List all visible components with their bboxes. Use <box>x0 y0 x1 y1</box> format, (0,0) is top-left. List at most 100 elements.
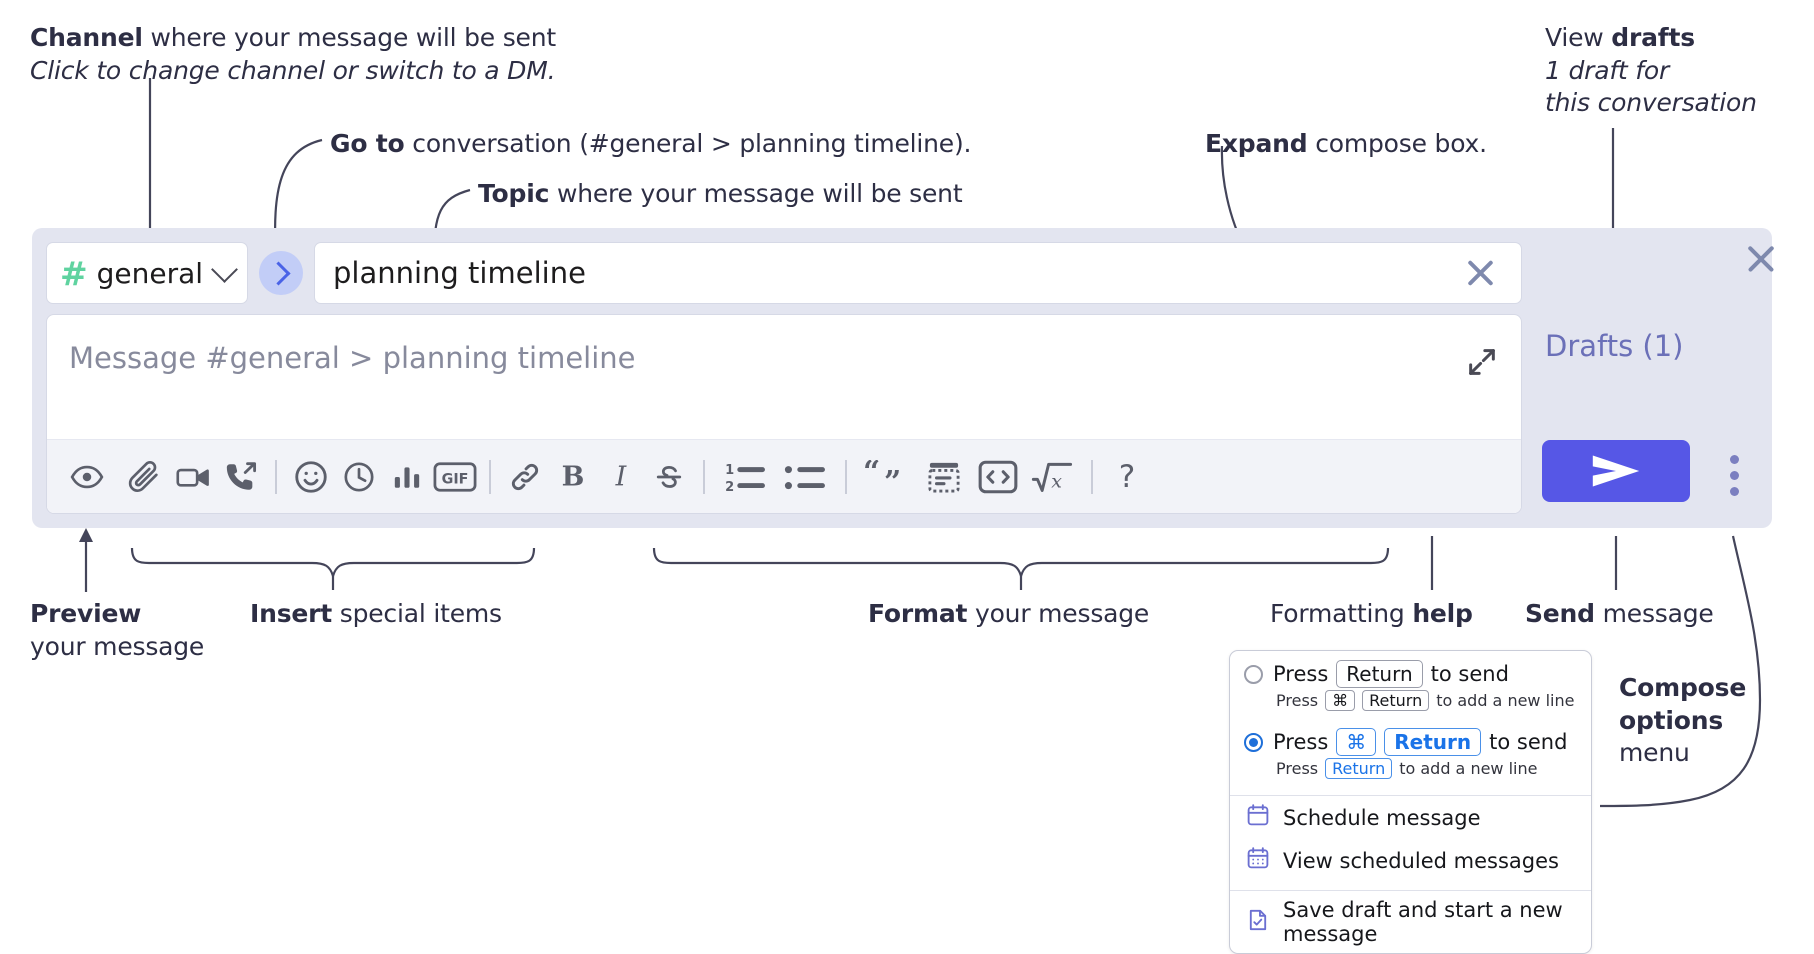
eye-icon[interactable] <box>63 453 111 501</box>
opt1-sub-pre: Press <box>1276 691 1319 710</box>
annotation-channel-bold: Channel <box>30 23 143 52</box>
close-icon[interactable] <box>1461 254 1499 292</box>
formatting-toolbar: GIF B <box>47 439 1521 513</box>
annotation-help-bold: help <box>1412 599 1473 628</box>
annotation-channel: Channel where your message will be sent … <box>30 22 556 87</box>
code-block-icon[interactable] <box>917 453 971 501</box>
expand-icon[interactable] <box>1465 345 1499 379</box>
menu-item-label: Save draft and start a new message <box>1283 898 1563 946</box>
key-return: Return <box>1336 660 1423 688</box>
annotation-formatting-help: Formatting help <box>1270 598 1473 631</box>
annotation-compose-options: Compose options menu <box>1619 672 1746 770</box>
annotation-compose-bold2: options <box>1619 705 1724 735</box>
menu-item-view-scheduled-messages[interactable]: View scheduled messages <box>1230 839 1591 882</box>
radio-return[interactable] <box>1244 664 1263 684</box>
annotation-expand-rest: compose box. <box>1307 129 1487 158</box>
calendar-icon <box>1246 803 1270 832</box>
svg-text:“: “ <box>863 460 880 490</box>
annotation-drafts: View drafts 1 draft for this conversatio… <box>1545 22 1757 120</box>
message-input[interactable]: Message #general > planning timeline <box>69 341 636 375</box>
toolbar-divider <box>275 459 277 494</box>
video-icon[interactable] <box>169 453 217 501</box>
compose-inner: # general planning timeline Message #gen… <box>46 242 1522 514</box>
chevron-down-icon <box>211 256 238 283</box>
ordered-list-icon[interactable]: 1 2 <box>715 453 775 501</box>
send-option-cmd-return[interactable]: Press ⌘ Return to send <box>1230 719 1591 758</box>
toolbar-divider <box>489 459 491 494</box>
opt2-pre: Press <box>1273 730 1329 754</box>
annotation-help-plain: Formatting <box>1270 599 1413 628</box>
poll-icon[interactable] <box>383 453 431 501</box>
annotation-insert-bold: Insert <box>250 599 333 628</box>
annotation-preview-rest: your message <box>30 631 205 661</box>
topic-field[interactable]: planning timeline <box>314 242 1522 304</box>
menu-item-save-draft[interactable]: Save draft and start a new message <box>1230 891 1591 953</box>
toolbar-divider <box>1091 459 1093 494</box>
svg-text:?: ? <box>1119 460 1136 494</box>
phone-call-icon[interactable] <box>217 453 265 501</box>
svg-text:I: I <box>615 461 628 492</box>
annotation-compose-bold1: Compose <box>1619 673 1747 702</box>
kebab-dot <box>1729 471 1739 480</box>
annotation-drafts-bold: drafts <box>1611 23 1695 52</box>
drafts-link[interactable]: Drafts (1) <box>1545 329 1684 363</box>
send-option-return[interactable]: Press Return to send <box>1230 651 1591 690</box>
send-option-return-sub: Press ⌘ Return to add a new line <box>1230 690 1591 719</box>
annotation-format-bold: Format <box>868 599 968 628</box>
code-icon[interactable] <box>971 453 1025 501</box>
send-button[interactable] <box>1542 440 1690 502</box>
key-return: Return <box>1384 728 1482 756</box>
svg-text:1: 1 <box>725 463 734 478</box>
clock-icon[interactable] <box>335 453 383 501</box>
menu-divider <box>1230 890 1591 891</box>
math-icon[interactable]: x <box>1025 453 1081 501</box>
bold-icon[interactable]: B <box>549 453 597 501</box>
opt2-sub-pre: Press <box>1276 759 1319 778</box>
annotation-topic: Topic where your message will be sent <box>478 178 963 211</box>
annotation-drafts-italic2: this conversation <box>1545 88 1757 117</box>
blockquote-icon[interactable]: “ ” <box>857 453 917 501</box>
hash-icon: # <box>60 253 88 293</box>
svg-text:2: 2 <box>725 479 734 493</box>
opt1-post: to send <box>1430 662 1509 686</box>
italic-icon[interactable]: I <box>597 453 645 501</box>
radio-cmd-return[interactable] <box>1244 732 1263 752</box>
key-command: ⌘ <box>1336 728 1377 756</box>
compose-options-kebab-button[interactable] <box>1722 455 1746 503</box>
channel-selector[interactable]: # general <box>46 242 248 304</box>
paperclip-icon[interactable] <box>121 453 169 501</box>
menu-item-schedule-message[interactable]: Schedule message <box>1230 796 1591 839</box>
annotation-send: Send message <box>1525 598 1714 631</box>
gif-icon[interactable]: GIF <box>431 453 479 501</box>
annotation-channel-rest: where your message will be sent <box>142 23 556 52</box>
toolbar-divider <box>845 459 847 494</box>
message-input-box[interactable]: Message #general > planning timeline <box>46 314 1522 514</box>
svg-text:x: x <box>1051 470 1062 492</box>
annotation-goto-rest: conversation (#general > planning timeli… <box>404 129 972 158</box>
compose-panel: # general planning timeline Message #gen… <box>32 228 1772 528</box>
annotation-send-rest: message <box>1594 599 1714 628</box>
strikethrough-icon[interactable] <box>645 453 693 501</box>
annotation-preview: Preview your message <box>30 598 204 663</box>
opt1-sub-post: to add a new line <box>1436 691 1575 710</box>
emoji-icon[interactable] <box>287 453 335 501</box>
annotation-channel-italic: Click to change channel or switch to a D… <box>30 55 556 85</box>
channel-name: general <box>96 256 204 290</box>
annotation-drafts-italic1: 1 draft for <box>1545 55 1670 85</box>
goto-conversation-button[interactable] <box>259 251 303 295</box>
panel-close-icon[interactable] <box>1742 240 1780 278</box>
annotation-send-bold: Send <box>1525 599 1595 628</box>
annotation-insert-rest: special items <box>332 599 502 628</box>
opt2-post: to send <box>1489 730 1568 754</box>
send-option-cmd-return-sub: Press Return to add a new line <box>1230 758 1591 787</box>
help-icon[interactable]: ? <box>1103 453 1151 501</box>
compose-options-menu: Press Return to send Press ⌘ Return to a… <box>1229 650 1592 954</box>
key-command: ⌘ <box>1325 690 1356 711</box>
bulleted-list-icon[interactable] <box>775 453 835 501</box>
annotation-format-rest: your message <box>967 599 1150 628</box>
link-icon[interactable] <box>501 453 549 501</box>
opt1-pre: Press <box>1273 662 1329 686</box>
svg-text:B: B <box>562 461 585 492</box>
key-return: Return <box>1362 690 1430 711</box>
annotation-drafts-plain: View <box>1545 23 1612 52</box>
